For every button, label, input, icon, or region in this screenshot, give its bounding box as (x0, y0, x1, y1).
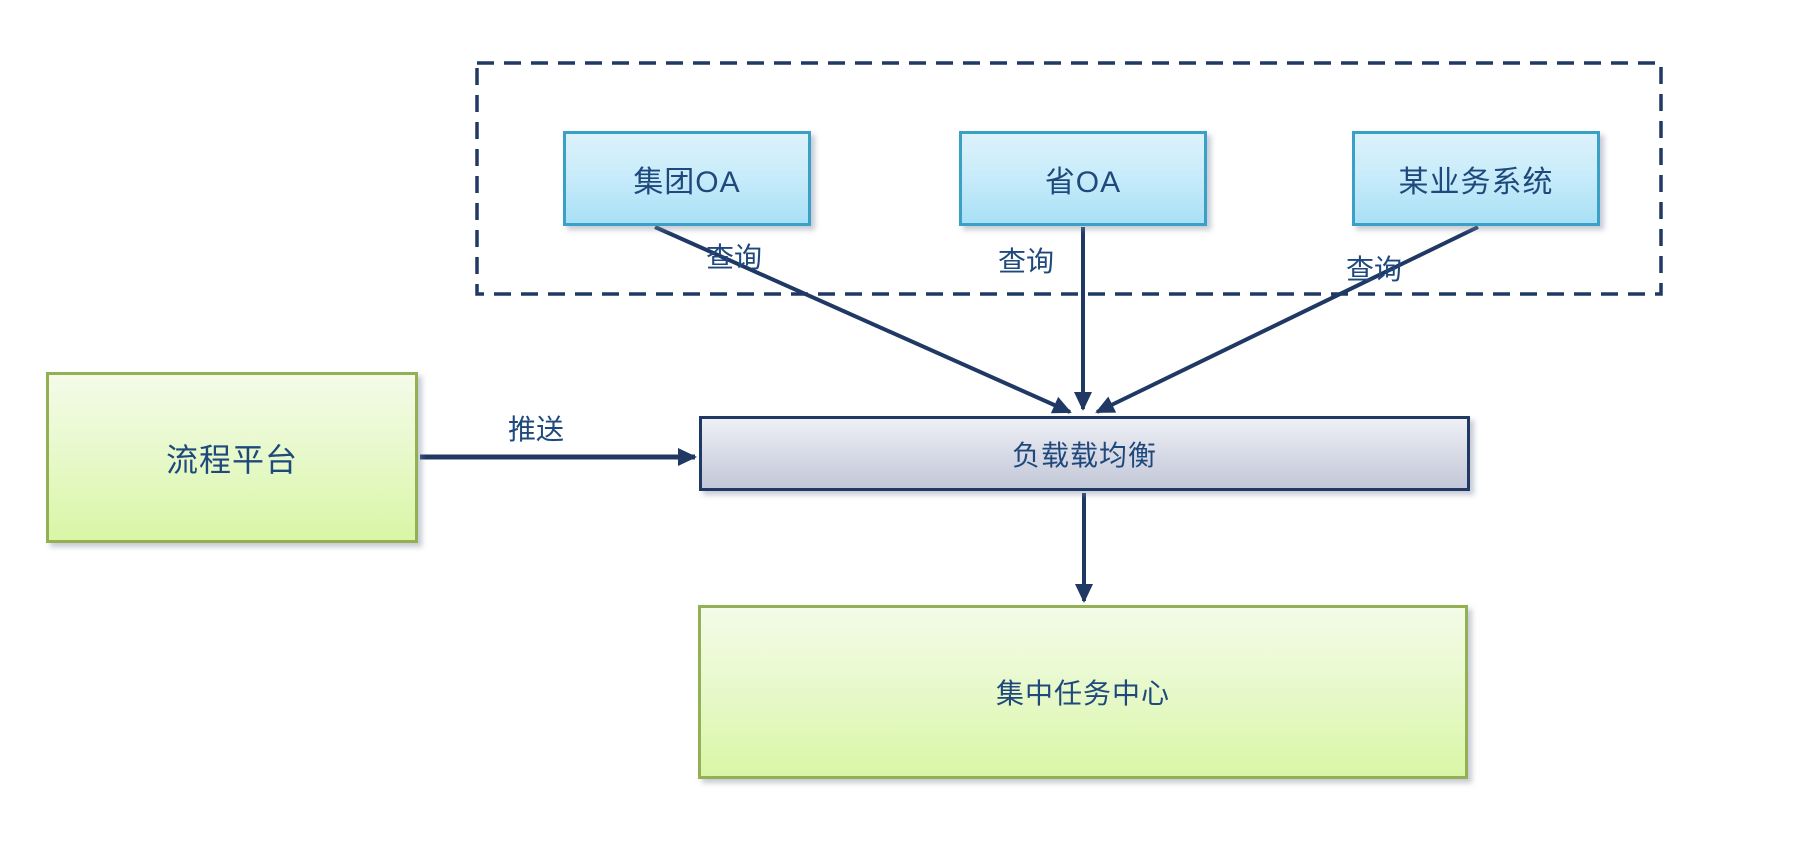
node-province-oa-label: 省OA (1044, 165, 1122, 199)
edge-query-business-system (1095, 225, 1479, 414)
edge-label-query-business-system: 查询 (1346, 254, 1403, 285)
node-task-center-label: 集中任务中心 (995, 678, 1170, 709)
node-load-balancer-label: 负载载均衡 (1011, 439, 1157, 471)
node-load-balancer: 负载载均衡 (699, 416, 1470, 491)
external-systems-group-border (475, 61, 1663, 296)
edge-label-push: 推送 (508, 414, 565, 445)
node-process-platform-label: 流程平台 (165, 441, 298, 478)
node-group-oa: 集团OA (563, 131, 811, 226)
node-business-system: 某业务系统 (1352, 131, 1600, 226)
edge-label-query-province-oa: 查询 (998, 246, 1055, 277)
edge-label-query-group-oa: 查询 (706, 242, 763, 273)
node-business-system-label: 某业务系统 (1398, 165, 1554, 199)
node-task-center: 集中任务中心 (698, 605, 1468, 779)
node-process-platform: 流程平台 (46, 372, 418, 543)
node-province-oa: 省OA (959, 131, 1207, 226)
node-group-oa-label: 集团OA (633, 165, 741, 199)
edge-query-group-oa (654, 225, 1072, 414)
